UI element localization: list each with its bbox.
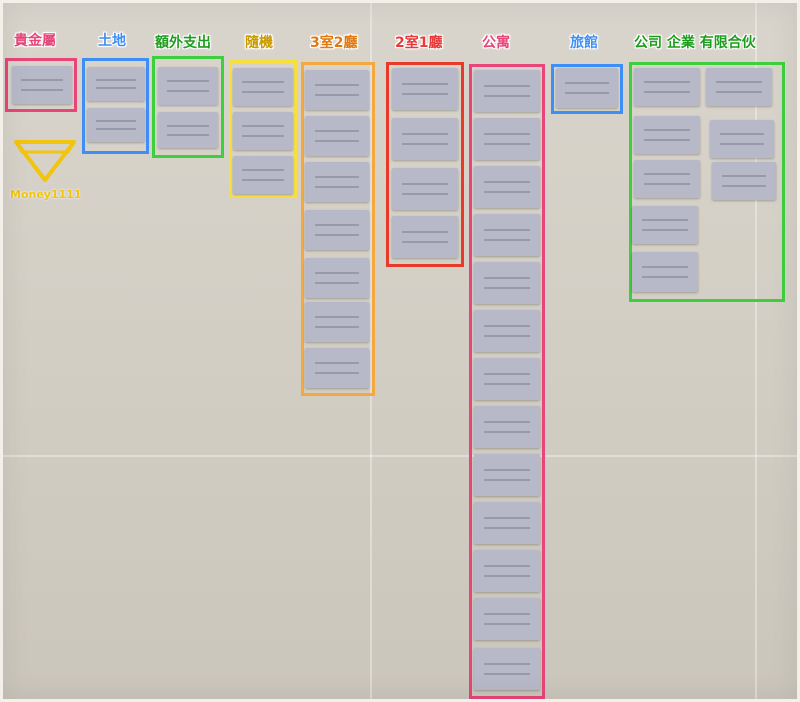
note-card	[233, 156, 293, 194]
note-card	[233, 68, 293, 106]
note-card	[474, 118, 540, 160]
money-badge-text: Money1111	[10, 188, 82, 201]
group-box-hotel	[551, 64, 623, 114]
note-card	[474, 454, 540, 496]
tile-seam	[370, 0, 372, 702]
note-card	[392, 118, 458, 160]
note-card	[233, 112, 293, 150]
note-card	[632, 252, 698, 292]
note-card	[305, 302, 369, 342]
label-precious-metal: 貴金屬	[14, 33, 56, 49]
note-card	[634, 68, 700, 106]
note-card	[158, 67, 218, 105]
note-card	[474, 214, 540, 256]
note-card	[305, 348, 369, 388]
group-box-company	[629, 62, 785, 302]
note-card	[710, 120, 774, 158]
group-box-random	[229, 60, 297, 198]
group-box-apartment	[469, 64, 545, 699]
label-apartment: 公寓	[482, 35, 510, 51]
note-card	[12, 66, 72, 104]
note-card	[474, 406, 540, 448]
group-box-precious-metal	[5, 58, 77, 112]
note-card	[305, 210, 369, 250]
note-card	[474, 310, 540, 352]
note-card	[712, 162, 776, 200]
group-box-land	[82, 58, 149, 154]
note-card	[474, 262, 540, 304]
label-random: 隨機	[245, 35, 273, 51]
note-card	[632, 206, 698, 244]
group-box-extra-expense	[152, 56, 224, 158]
note-card	[474, 502, 540, 544]
note-card	[158, 112, 218, 148]
note-card	[474, 598, 540, 640]
tile-seam	[755, 0, 757, 702]
note-card	[305, 162, 369, 202]
note-card	[392, 216, 458, 258]
note-card	[392, 168, 458, 210]
label-hotel: 旅館	[570, 35, 598, 51]
note-card	[392, 68, 458, 110]
label-3br2lr: 3室2廳	[310, 35, 358, 51]
label-2br1lr: 2室1廳	[395, 35, 443, 51]
note-card	[87, 108, 145, 142]
note-card	[556, 68, 618, 108]
group-box-2br1lr	[386, 62, 464, 267]
note-card	[474, 648, 540, 690]
note-card	[474, 358, 540, 400]
note-card	[305, 70, 369, 110]
tile-seam	[0, 455, 800, 457]
note-card	[706, 68, 772, 106]
note-card	[634, 160, 700, 198]
note-card	[305, 116, 369, 156]
label-land: 土地	[98, 33, 126, 49]
note-card	[474, 550, 540, 592]
note-card	[474, 70, 540, 112]
label-company: 公司 企業 有限合伙	[634, 35, 756, 51]
diamond-icon	[14, 140, 76, 182]
note-card	[634, 116, 700, 154]
note-card	[474, 166, 540, 208]
note-card	[87, 67, 145, 101]
label-extra-expense: 額外支出	[155, 35, 211, 51]
note-card	[305, 258, 369, 298]
group-box-3br2lr	[301, 62, 375, 396]
